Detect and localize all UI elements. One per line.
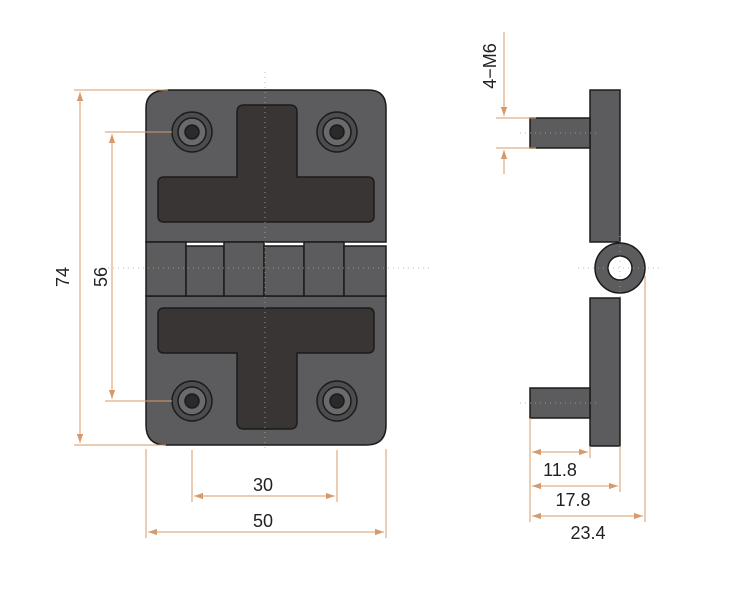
knuckle-2 xyxy=(185,245,225,297)
label-width-overall: 50 xyxy=(253,511,273,531)
label-overall-depth: 23.4 xyxy=(570,523,605,543)
bolt-hole-top-left xyxy=(171,111,213,153)
knuckle-6 xyxy=(343,245,387,297)
label-height-overall: 74 xyxy=(53,267,73,287)
label-stud-plus-leaf: 17.8 xyxy=(555,490,590,510)
side-dimension-lines xyxy=(496,32,646,522)
label-hole-spacing-vertical: 56 xyxy=(91,267,111,287)
label-hole-spacing-horizontal: 30 xyxy=(253,475,273,495)
bottom-t-recess xyxy=(157,307,375,430)
knuckle-4 xyxy=(263,245,305,297)
label-thread-callout: 4−M6 xyxy=(480,43,500,89)
front-center-lines xyxy=(108,72,430,450)
front-view xyxy=(145,89,387,446)
bolt-hole-bottom-right xyxy=(316,380,358,422)
front-dimension-lines xyxy=(74,89,387,538)
dimension-labels: 74 56 30 50 4−M6 11.8 17.8 23.4 xyxy=(53,43,606,543)
side-view xyxy=(529,89,646,447)
knuckle-1 xyxy=(145,241,187,297)
side-bottom-plate xyxy=(589,297,621,447)
label-stud-length: 11.8 xyxy=(543,460,577,480)
top-t-recess xyxy=(157,104,375,223)
side-center-lines xyxy=(520,132,660,404)
side-top-plate xyxy=(589,89,621,243)
bolt-hole-top-right xyxy=(316,111,358,153)
knuckle-5 xyxy=(303,241,345,297)
knuckle-3 xyxy=(223,241,265,297)
bolt-hole-bottom-left xyxy=(171,380,213,422)
